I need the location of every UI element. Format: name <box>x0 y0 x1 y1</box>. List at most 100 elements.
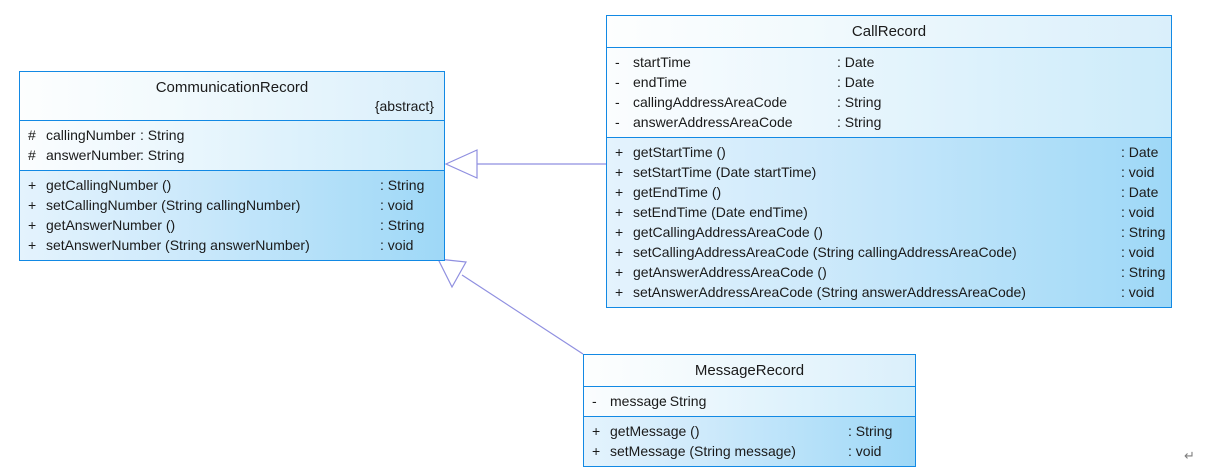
attributes-compartment-call-record: - startTime : Date - endTime : Date - ca… <box>607 47 1171 137</box>
operation-signature: getCallingNumber () <box>46 177 172 193</box>
visibility-marker: # <box>28 147 36 163</box>
generalization-arrowhead-callrecord <box>444 149 478 179</box>
operation-signature: setCallingAddressAreaCode (String callin… <box>633 244 1017 260</box>
operation-signature: setAnswerAddressAreaCode (String answerA… <box>633 284 1026 300</box>
visibility-marker: + <box>592 443 601 459</box>
class-box-message-record[interactable]: MessageRecord - message : String + getMe… <box>583 354 916 467</box>
operation-row: + getAnswerNumber () : String <box>20 215 444 235</box>
class-box-communication-record[interactable]: CommunicationRecord {abstract} # calling… <box>19 71 445 261</box>
operation-return-type: : String <box>1121 224 1166 240</box>
attribute-row: # callingNumber : String <box>20 125 444 145</box>
operation-return-type: : void <box>1121 164 1155 180</box>
operation-row: + setMessage (String message) : void <box>584 441 915 461</box>
operation-signature: setAnswerNumber (String answerNumber) <box>46 237 310 253</box>
class-name-communication-record: CommunicationRecord <box>155 79 309 96</box>
class-box-call-record[interactable]: CallRecord - startTime : Date - endTime … <box>606 15 1172 308</box>
operation-return-type: : void <box>1121 284 1155 300</box>
attribute-type: : String <box>140 147 185 163</box>
class-stereotype-communication-record: {abstract} <box>374 98 434 114</box>
operation-row: + setEndTime (Date endTime) : void <box>607 202 1171 222</box>
generalization-messagerecord-to-communicationrecord <box>436 258 584 355</box>
visibility-marker: + <box>615 204 624 220</box>
class-header-message-record: MessageRecord <box>584 355 915 386</box>
operation-row: + setCallingNumber (String callingNumber… <box>20 195 444 215</box>
attribute-name: message <box>610 393 667 409</box>
attribute-name: answerNumber <box>46 147 141 163</box>
generalization-arrowhead-messagerecord <box>436 258 467 289</box>
operation-signature: getCallingAddressAreaCode () <box>633 224 823 240</box>
operation-signature: setStartTime (Date startTime) <box>633 164 817 180</box>
attribute-type: : Date <box>837 74 875 90</box>
operation-row: + getEndTime () : Date <box>607 182 1171 202</box>
operation-row: + setAnswerAddressAreaCode (String answe… <box>607 282 1171 302</box>
attribute-name: callingAddressAreaCode <box>633 94 788 110</box>
operations-compartment-communication-record: + getCallingNumber () : String + setCall… <box>20 170 444 260</box>
attribute-name: answerAddressAreaCode <box>633 114 793 130</box>
attribute-name: endTime <box>633 74 687 90</box>
operation-return-type: : String <box>1121 264 1166 280</box>
visibility-marker: - <box>615 114 620 130</box>
attribute-name: startTime <box>633 54 691 70</box>
operation-row: + getMessage () : String <box>584 421 915 441</box>
operation-return-type: : void <box>380 197 414 213</box>
operation-signature: setMessage (String message) <box>610 443 796 459</box>
class-header-communication-record: CommunicationRecord {abstract} <box>20 72 444 120</box>
attribute-name: callingNumber <box>46 127 136 143</box>
operation-return-type: : void <box>848 443 882 459</box>
visibility-marker: + <box>28 217 37 233</box>
operation-row: + getAnswerAddressAreaCode () : String <box>607 262 1171 282</box>
operation-signature: getAnswerAddressAreaCode () <box>633 264 827 280</box>
attribute-row: # answerNumber : String <box>20 145 444 165</box>
operation-signature: getMessage () <box>610 423 700 439</box>
visibility-marker: # <box>28 127 36 143</box>
operation-return-type: : void <box>1121 244 1155 260</box>
operation-row: + setStartTime (Date startTime) : void <box>607 162 1171 182</box>
operation-signature: setCallingNumber (String callingNumber) <box>46 197 301 213</box>
visibility-marker: + <box>615 224 624 240</box>
operation-signature: getStartTime () <box>633 144 726 160</box>
visibility-marker: - <box>615 94 620 110</box>
operation-row: + getStartTime () : Date <box>607 142 1171 162</box>
visibility-marker: + <box>28 197 37 213</box>
visibility-marker: + <box>615 244 624 260</box>
visibility-marker: + <box>615 164 624 180</box>
attribute-row: - startTime : Date <box>607 52 1171 72</box>
generalization-line-messagerecord <box>461 274 584 355</box>
operation-row: + setAnswerNumber (String answerNumber) … <box>20 235 444 255</box>
visibility-marker: - <box>615 74 620 90</box>
generalization-callrecord-to-communicationrecord <box>444 149 606 179</box>
paragraph-return-icon: ↵ <box>1184 449 1195 464</box>
attribute-type: : String <box>662 393 707 409</box>
operation-return-type: : String <box>380 177 425 193</box>
operations-compartment-call-record: + getStartTime () : Date + setStartTime … <box>607 137 1171 307</box>
visibility-marker: + <box>615 284 624 300</box>
operation-signature: setEndTime (Date endTime) <box>633 204 808 220</box>
attribute-row: - answerAddressAreaCode : String <box>607 112 1171 132</box>
operation-row: + getCallingNumber () : String <box>20 175 444 195</box>
attribute-row: - message : String <box>584 391 915 411</box>
attributes-compartment-message-record: - message : String <box>584 386 915 416</box>
operation-return-type: : void <box>1121 204 1155 220</box>
visibility-marker: - <box>592 393 597 409</box>
attributes-compartment-communication-record: # callingNumber : String # answerNumber … <box>20 120 444 170</box>
operation-return-type: : Date <box>1121 144 1159 160</box>
attribute-type: : String <box>140 127 185 143</box>
attribute-row: - endTime : Date <box>607 72 1171 92</box>
operation-signature: getAnswerNumber () <box>46 217 176 233</box>
class-name-call-record: CallRecord <box>851 23 927 40</box>
visibility-marker: + <box>615 184 624 200</box>
class-name-message-record: MessageRecord <box>694 362 805 379</box>
visibility-marker: - <box>615 54 620 70</box>
attribute-type: : String <box>837 114 882 130</box>
operation-return-type: : String <box>848 423 893 439</box>
visibility-marker: + <box>615 144 624 160</box>
operation-row: + getCallingAddressAreaCode () : String <box>607 222 1171 242</box>
attribute-row: - callingAddressAreaCode : String <box>607 92 1171 112</box>
visibility-marker: + <box>28 237 37 253</box>
operation-signature: getEndTime () <box>633 184 722 200</box>
class-header-call-record: CallRecord <box>607 16 1171 47</box>
operation-return-type: : String <box>380 217 425 233</box>
attribute-type: : Date <box>837 54 875 70</box>
visibility-marker: + <box>592 423 601 439</box>
